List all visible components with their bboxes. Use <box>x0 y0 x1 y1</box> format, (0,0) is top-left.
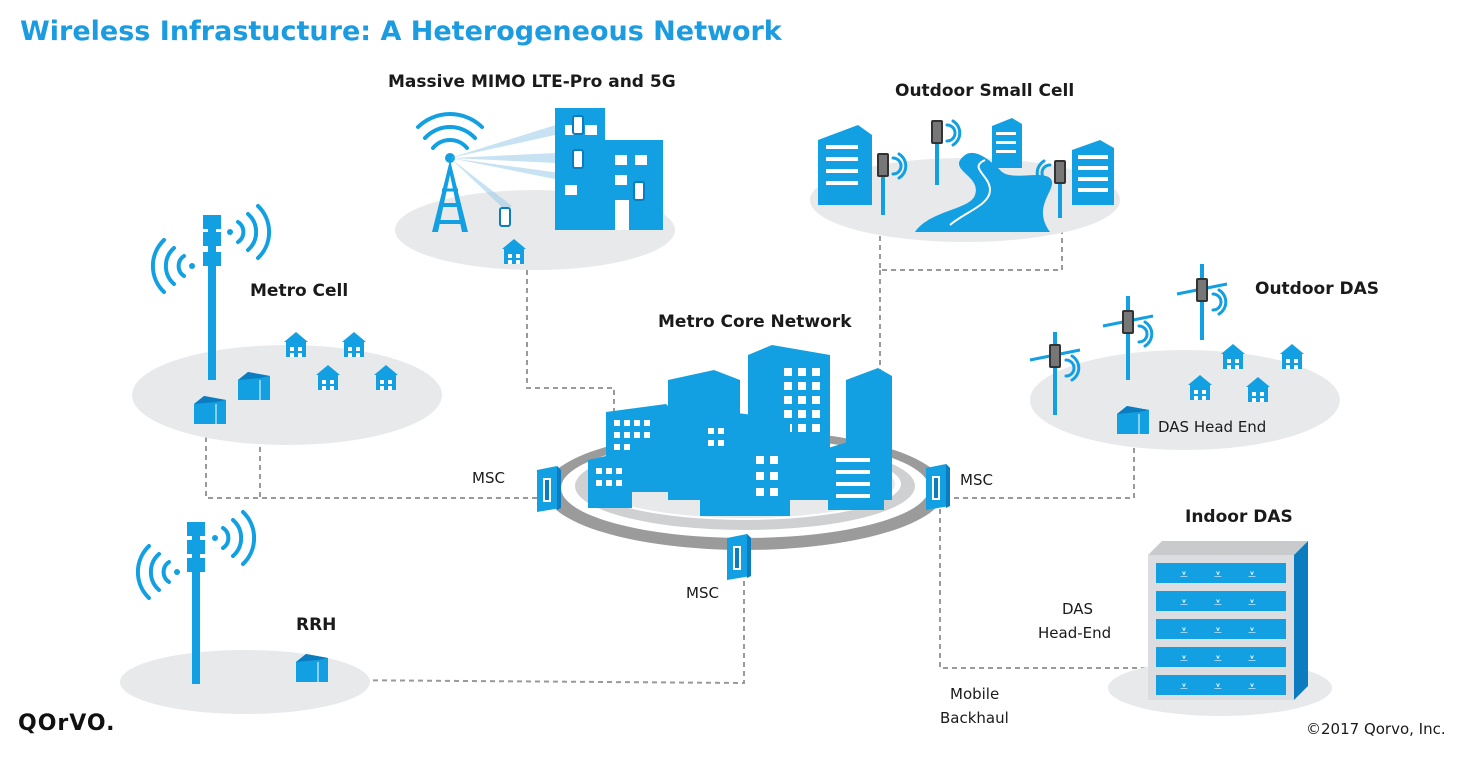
metro-cell-group: Metro Cell <box>132 204 442 445</box>
smallcell-pole-mid-icon <box>931 119 962 185</box>
svg-text:⩡: ⩡ <box>1214 651 1222 667</box>
qorvo-logo: QOrVO. <box>18 711 115 736</box>
rrh-hut-icon <box>295 653 329 683</box>
msc-bottom-icon <box>727 534 751 580</box>
smallcell-building-left-icon <box>818 125 872 205</box>
smallcell-label: Outdoor Small Cell <box>895 81 1074 101</box>
metrocell-platform <box>132 345 442 445</box>
smallcell-building-mid-icon <box>992 118 1022 168</box>
metrocell-tower-icon <box>150 204 272 380</box>
svg-text:⩡: ⩡ <box>1214 623 1222 639</box>
svg-text:⩡: ⩡ <box>1214 567 1222 583</box>
svg-text:⩡: ⩡ <box>1248 651 1256 667</box>
connector-mimo-core <box>526 270 615 412</box>
indoordas-headend-label-1: DAS <box>1062 600 1093 618</box>
rrh-group: RRH <box>120 510 370 714</box>
outdoordas-headend-icon <box>1116 405 1150 435</box>
metrocell-house-icon-2 <box>342 332 366 357</box>
msc-left-label: MSC <box>472 469 505 487</box>
svg-text:⩡: ⩡ <box>1248 567 1256 583</box>
indoor-das-group: Indoor DAS ⩡ ⩡ ⩡ ⩡ ⩡ ⩡ ⩡ ⩡ ⩡ ⩡ ⩡ ⩡ ⩡ ⩡ ⩡ DAS Head-… <box>1038 507 1332 716</box>
msc-left-icon <box>537 466 561 512</box>
connector-metrocell-msc-a <box>205 428 540 499</box>
svg-text:⩡: ⩡ <box>1248 623 1256 639</box>
indoordas-headend-label-2: Head-End <box>1038 624 1111 642</box>
backhaul-label-2: Backhaul <box>940 709 1009 727</box>
indoordas-rack-icon: ⩡ ⩡ ⩡ ⩡ ⩡ ⩡ ⩡ ⩡ ⩡ ⩡ ⩡ ⩡ ⩡ ⩡ ⩡ <box>1148 541 1308 700</box>
svg-text:⩡: ⩡ <box>1248 595 1256 611</box>
svg-text:⩡: ⩡ <box>1180 595 1188 611</box>
metrocell-house-icon-1 <box>284 332 308 357</box>
outdoordas-label: Outdoor DAS <box>1255 279 1379 299</box>
mimo-tower-icon <box>416 112 484 232</box>
outdoordas-house-icon-1 <box>1221 344 1245 369</box>
svg-text:⩡: ⩡ <box>1214 595 1222 611</box>
metrocell-hut-icon-b <box>237 371 271 401</box>
outdoordas-house-icon-2 <box>1280 344 1304 369</box>
copyright-text: ©2017 Qorvo, Inc. <box>1306 720 1446 738</box>
svg-text:⩡: ⩡ <box>1180 623 1188 639</box>
rrh-tower-icon <box>135 510 257 684</box>
smallcell-pole-left-icon <box>877 152 908 215</box>
diagram-title: Wireless Infrastucture: A Heterogeneous … <box>20 16 783 47</box>
outdoordas-headend-label: DAS Head End <box>1158 418 1266 436</box>
outdoordas-platform <box>1030 350 1340 450</box>
core-buildings-icon <box>588 345 892 516</box>
connector-backhaul-indoordas <box>939 500 1145 669</box>
msc-right-label: MSC <box>960 471 993 489</box>
backhaul-label-1: Mobile <box>950 685 999 703</box>
outdoor-small-cell-group: Outdoor Small Cell <box>810 81 1120 242</box>
smallcell-pole-right-icon <box>1035 159 1066 218</box>
svg-text:⩡: ⩡ <box>1180 651 1188 667</box>
outdoordas-pole-2-icon <box>1102 296 1154 380</box>
outdoor-das-group: Outdoor DAS DAS Head End <box>1029 264 1379 450</box>
outdoordas-pole-1-icon <box>1029 332 1081 415</box>
indoordas-label: Indoor DAS <box>1185 507 1293 527</box>
mimo-phone-icon <box>499 207 511 227</box>
msc-bottom-label: MSC <box>686 584 719 602</box>
rrh-platform <box>120 650 370 714</box>
connector-lines <box>205 218 1145 685</box>
mimo-label: Massive MIMO LTE-Pro and 5G <box>388 72 676 92</box>
smallcell-building-right-icon <box>1072 140 1114 205</box>
core-label: Metro Core Network <box>658 312 852 332</box>
massive-mimo-group: Massive MIMO LTE-Pro and 5G <box>388 72 676 270</box>
outdoordas-pole-3-icon <box>1176 264 1228 340</box>
rrh-label: RRH <box>296 615 336 635</box>
metro-core-group: Metro Core Network <box>472 312 993 602</box>
svg-text:⩡: ⩡ <box>1248 679 1256 695</box>
msc-right-icon <box>926 464 950 510</box>
metrocell-label: Metro Cell <box>250 281 348 301</box>
smallcell-road-icon <box>915 152 1053 232</box>
svg-text:⩡: ⩡ <box>1180 679 1188 695</box>
mimo-building-icon <box>555 108 663 230</box>
metrocell-hut-icon-a <box>193 395 227 425</box>
svg-text:⩡: ⩡ <box>1214 679 1222 695</box>
svg-text:⩡: ⩡ <box>1180 567 1188 583</box>
connector-rrh-msc <box>327 580 745 685</box>
connector-outdoordas-msc <box>945 435 1135 499</box>
